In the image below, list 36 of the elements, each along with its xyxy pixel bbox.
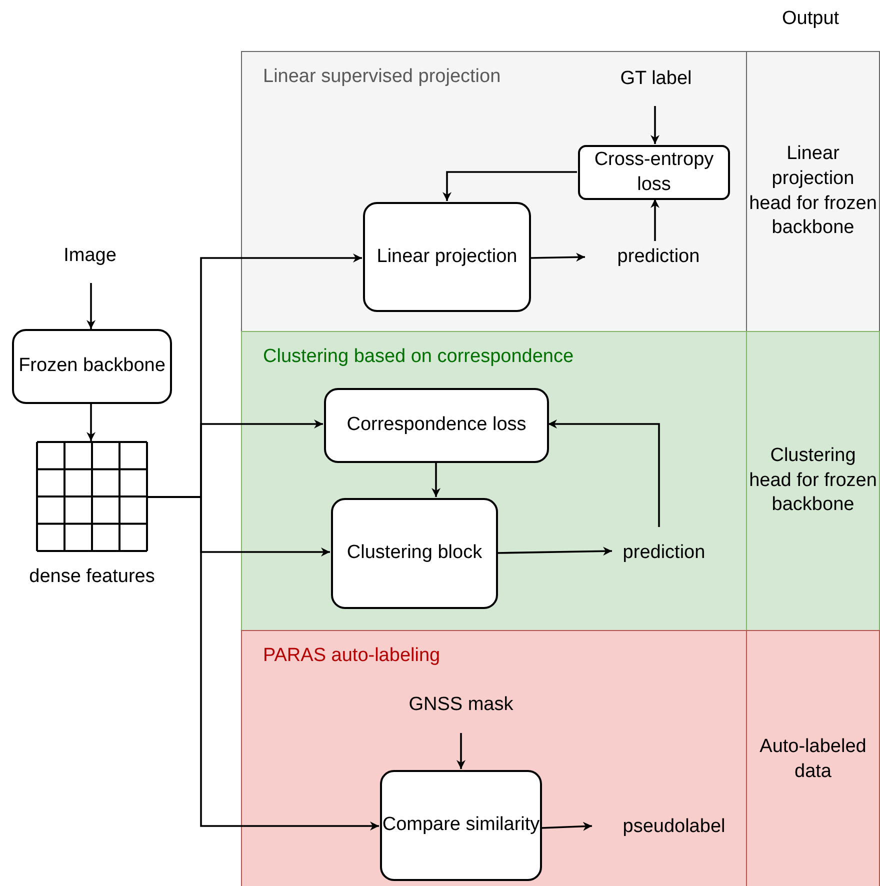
output-cell: Auto-labeled data	[746, 630, 880, 886]
output-cell: Linear projection head for frozen backbone	[746, 51, 880, 332]
output-cell: Clustering head for frozen backbone	[746, 331, 880, 631]
arrow	[548, 420, 660, 527]
panel	[241, 630, 747, 886]
arrow	[456, 733, 466, 769]
node-label: prediction	[601, 243, 716, 271]
node-label: pseudolabel	[601, 813, 747, 841]
arrow	[650, 199, 660, 241]
arrow	[540, 822, 592, 831]
feature-grid-icon	[36, 441, 148, 552]
arrow	[442, 171, 577, 201]
node-label: prediction	[613, 539, 715, 567]
process-box: Linear projection	[363, 202, 531, 312]
panel	[241, 51, 747, 332]
panel-title: Clustering based on correspondence	[263, 346, 574, 368]
process-box: Correspondence loss	[324, 388, 549, 463]
arrow	[530, 252, 586, 262]
arrow	[86, 404, 96, 441]
arrow	[650, 106, 660, 144]
node-label: Image	[45, 242, 135, 270]
arrow	[86, 283, 96, 329]
arrow	[496, 546, 612, 556]
node-label: GT label	[606, 65, 706, 93]
process-box: Cross-entropy loss	[578, 145, 730, 200]
process-box: Clustering block	[331, 498, 498, 609]
grid-caption: dense features	[28, 565, 156, 589]
arrow	[432, 462, 440, 497]
process-box: Frozen backbone	[12, 329, 172, 404]
panel	[241, 331, 747, 631]
panel-title: PARAS auto-labeling	[263, 645, 440, 667]
column-heading: Output	[782, 8, 840, 30]
panel-title: Linear supervised projection	[263, 66, 501, 88]
node-label: GNSS mask	[391, 691, 531, 719]
process-box: Compare similarity	[380, 770, 542, 881]
arrow	[148, 496, 379, 830]
